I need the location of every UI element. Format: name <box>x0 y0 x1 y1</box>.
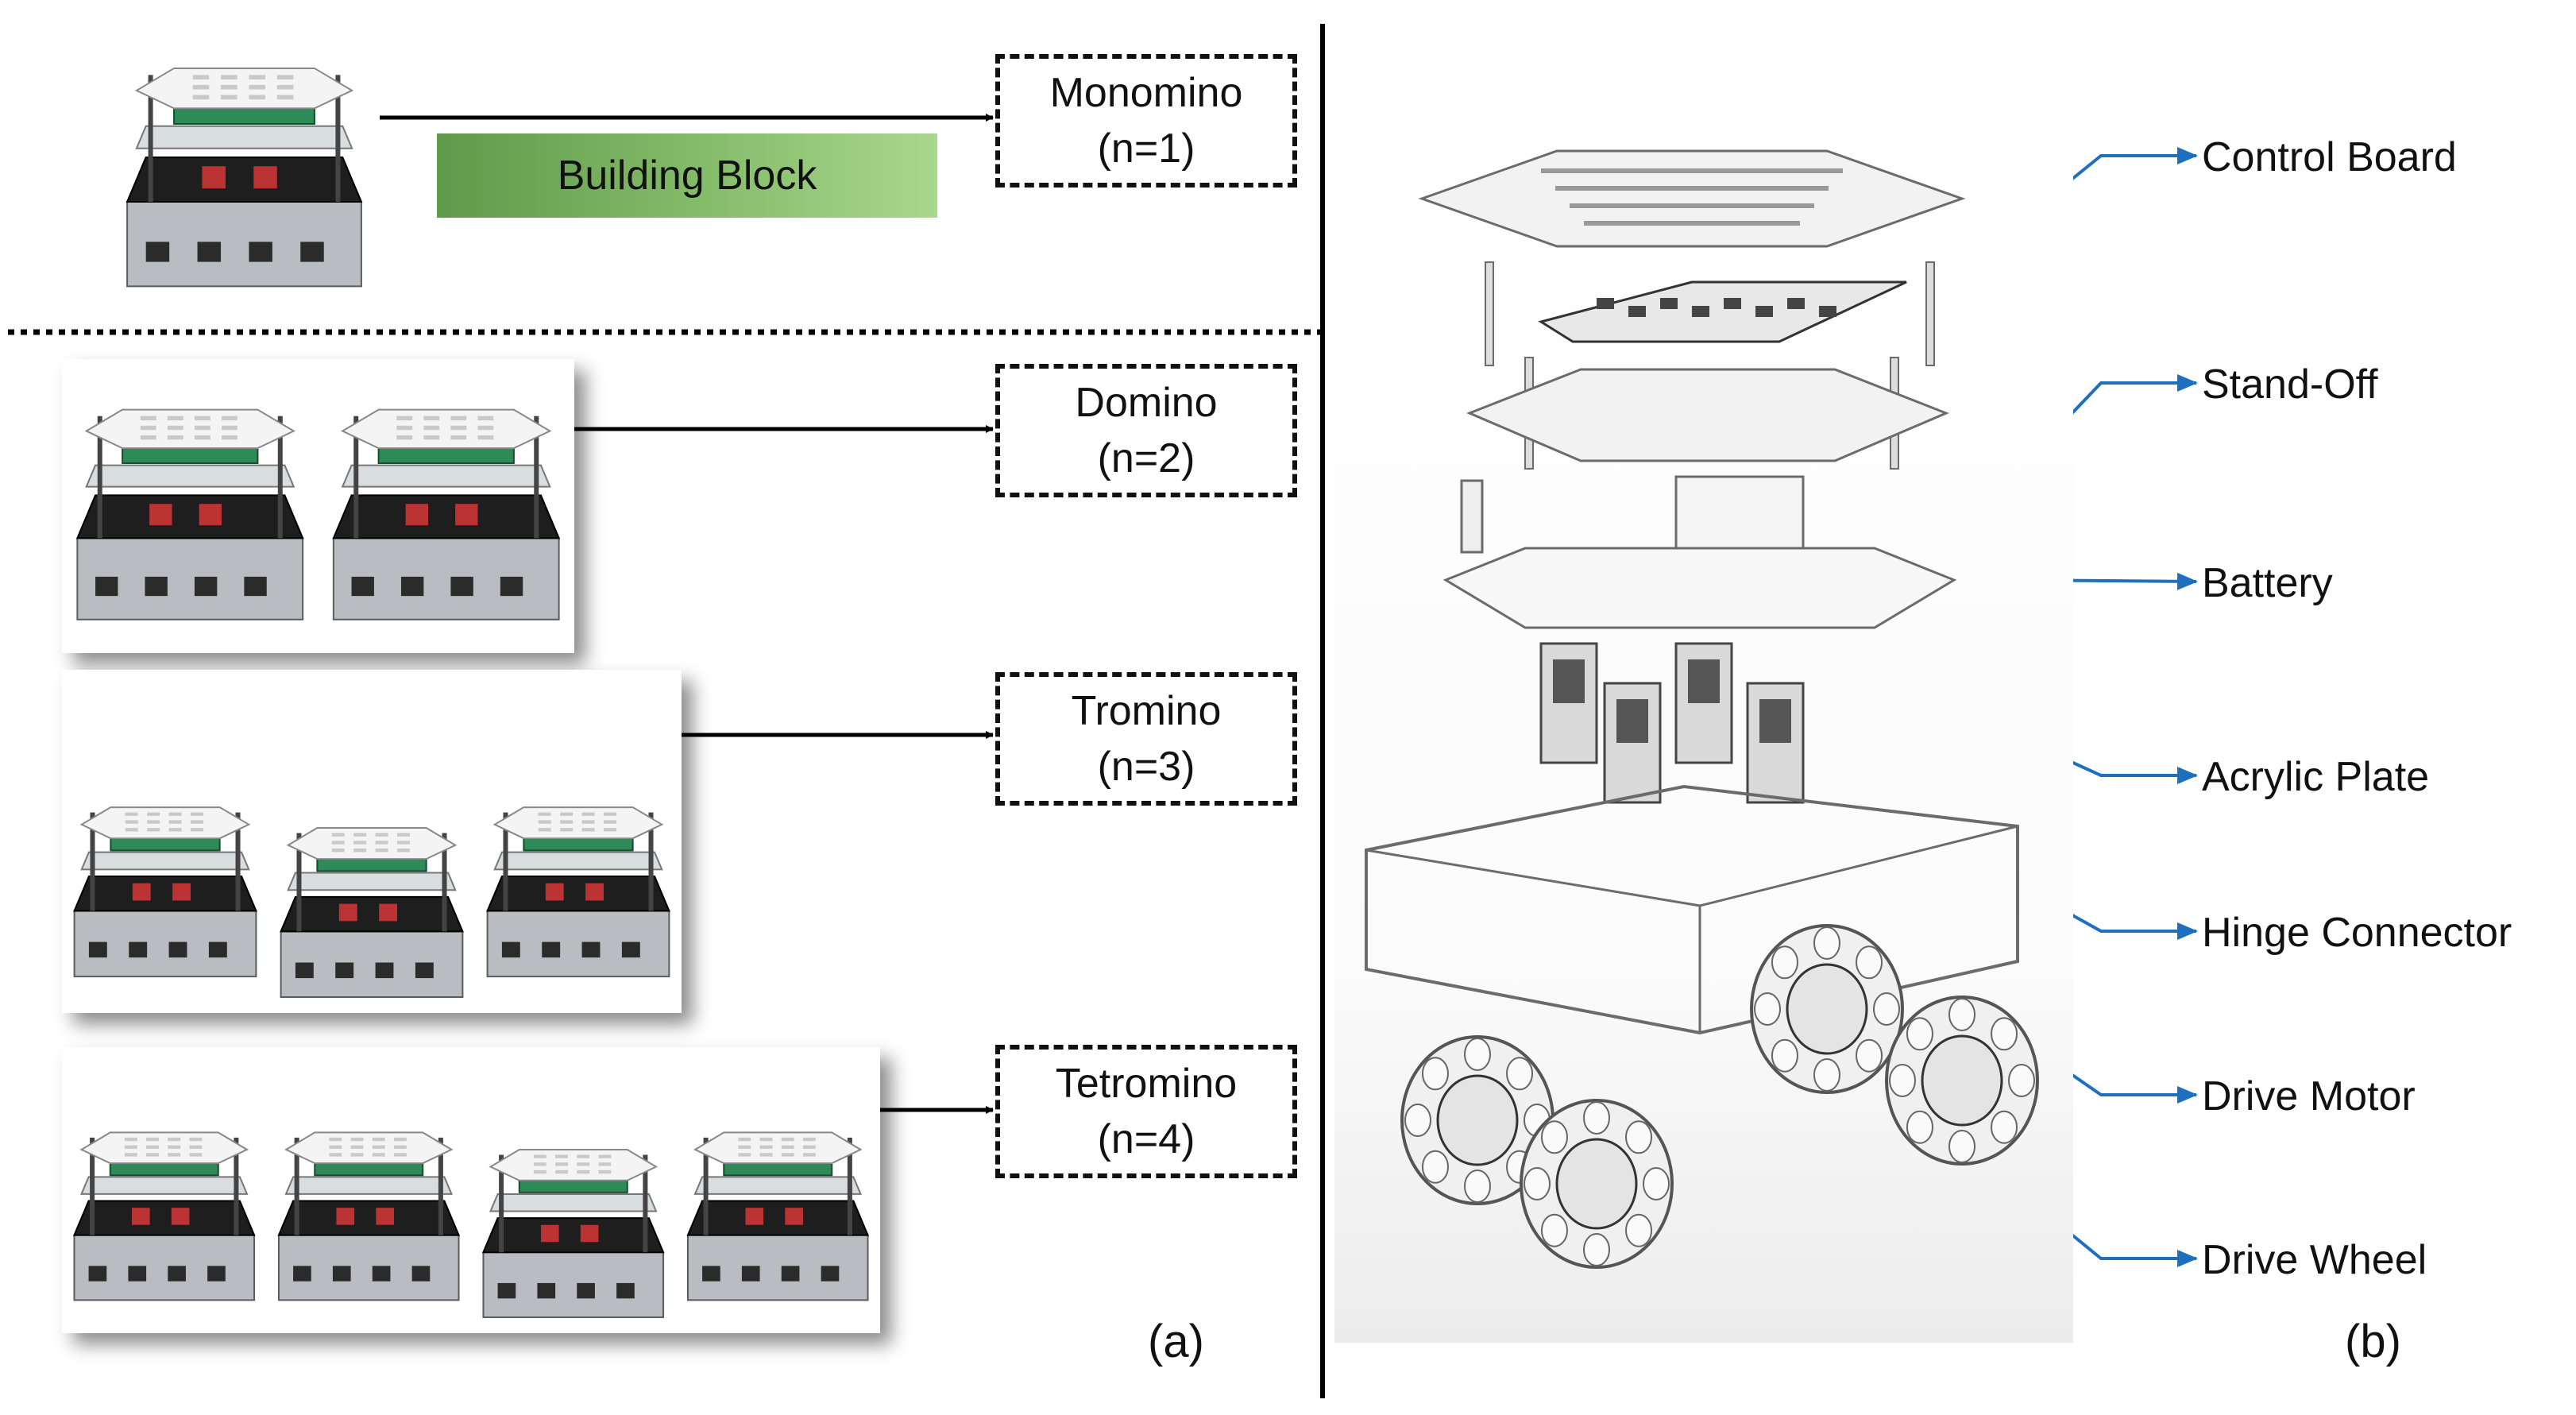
robot-module <box>73 806 257 978</box>
drive-wheel <box>1400 1035 1554 1205</box>
tromino-box: Tromino (n=3) <box>995 672 1297 806</box>
exploded-view-drawing <box>1365 149 2039 1269</box>
standoff <box>1925 261 1935 366</box>
top-plate <box>1418 149 1966 248</box>
robot-module <box>280 826 464 998</box>
tetromino-photo <box>62 1047 880 1333</box>
polyomino-name: Monomino <box>1049 69 1243 116</box>
panel-a-label: (a) <box>1148 1316 1204 1367</box>
drive-wheel <box>1885 996 2039 1166</box>
polyomino-name: Domino <box>1075 379 1218 426</box>
label-hinge-connector: Hinge Connector <box>2202 910 2512 956</box>
label-drive-motor: Drive Motor <box>2202 1073 2416 1119</box>
polyomino-count: (n=1) <box>1097 126 1195 172</box>
robot-module <box>481 1149 665 1318</box>
label-stand-off: Stand-Off <box>2202 361 2378 408</box>
robot-module <box>72 1131 256 1301</box>
monomino-box: Monomino (n=1) <box>995 54 1297 188</box>
robot-module <box>277 1131 461 1301</box>
hinge-connector <box>1460 479 1484 554</box>
robot-module <box>686 1131 870 1301</box>
tromino-photo <box>62 670 682 1013</box>
domino-box: Domino (n=2) <box>995 364 1297 497</box>
chassis <box>1365 784 2019 1035</box>
module-render <box>73 806 670 998</box>
label-battery: Battery <box>2202 560 2333 606</box>
monomino-photo <box>111 33 377 319</box>
pcb <box>1538 280 1907 343</box>
label-acrylic-plate: Acrylic Plate <box>2202 754 2430 800</box>
exploded-view-render <box>1334 103 2073 1343</box>
building-block-label: Building Block <box>437 133 937 218</box>
polyomino-count: (n=2) <box>1097 435 1195 481</box>
module-render <box>72 1131 870 1318</box>
module-render <box>75 408 561 621</box>
drive-wheel <box>1520 1099 1674 1269</box>
polyomino-name: Tromino <box>1071 687 1222 734</box>
polyomino-count: (n=4) <box>1097 1116 1195 1162</box>
robot-module <box>332 408 561 621</box>
robot-module <box>75 408 304 621</box>
standoff <box>1485 261 1494 366</box>
middle-plate <box>1466 368 1949 462</box>
polyomino-count: (n=3) <box>1097 744 1195 790</box>
panel-b-label: (b) <box>2345 1316 2401 1367</box>
acrylic-plate <box>1442 547 1957 629</box>
robot-module <box>486 806 670 978</box>
label-control-board: Control Board <box>2202 134 2457 180</box>
tetromino-box: Tetromino (n=4) <box>995 1045 1297 1178</box>
drive-wheel <box>1750 924 1904 1094</box>
robot-module <box>126 67 363 288</box>
module-render <box>126 67 363 288</box>
polyomino-name: Tetromino <box>1055 1060 1238 1107</box>
domino-photo <box>62 359 574 653</box>
label-drive-wheel: Drive Wheel <box>2202 1237 2427 1283</box>
